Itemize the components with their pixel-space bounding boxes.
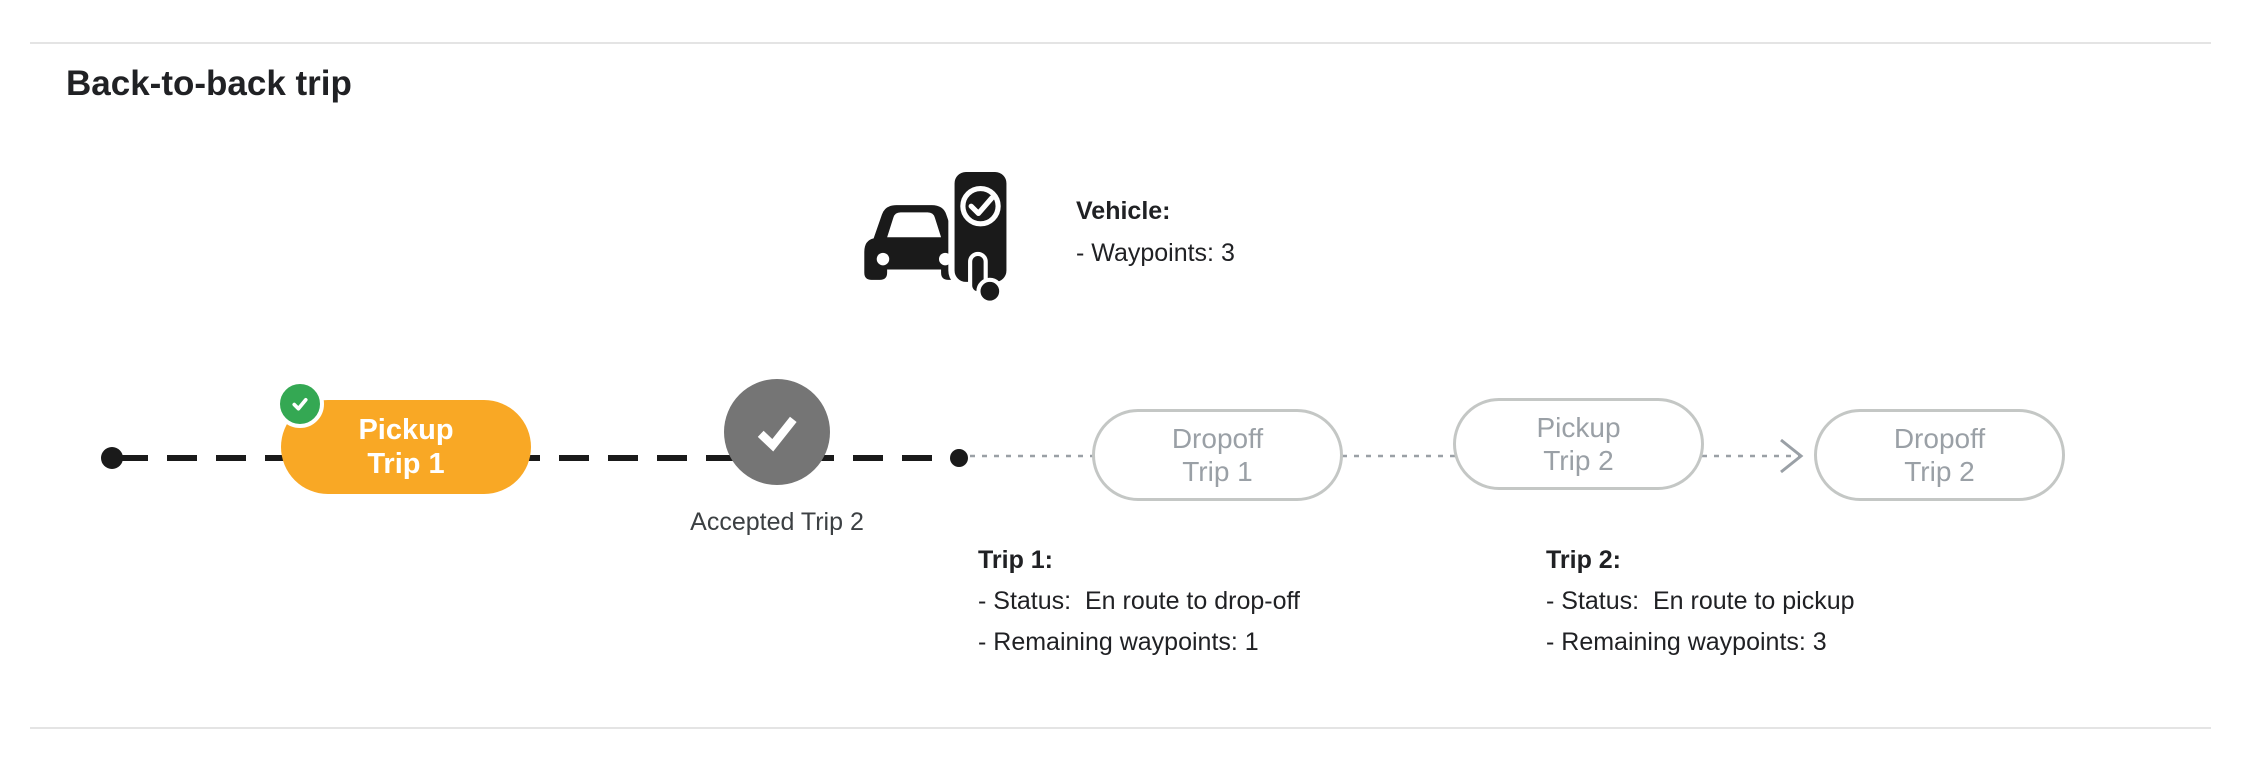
- dropoff-trip1-line2: Trip 1: [1182, 456, 1253, 487]
- trip1-note-remaining: - Remaining waypoints: 1: [978, 628, 1259, 656]
- trip2-note-title: Trip 2:: [1546, 546, 1622, 574]
- vehicle-info-label: Vehicle:: [1076, 197, 1171, 225]
- check-icon: [757, 416, 797, 452]
- pickup-trip1-line1: Pickup: [358, 414, 454, 446]
- vehicle-info: Vehicle: - Waypoints: 3: [1076, 190, 1235, 274]
- pickup-trip2-pill: Pickup Trip 2: [1453, 398, 1704, 490]
- vehicle-waypoints: - Waypoints: 3: [1076, 239, 1235, 267]
- trip1-note-title: Trip 1:: [978, 546, 1054, 574]
- route-start-dot: [101, 447, 123, 469]
- pickup-trip2-line1: Pickup: [1536, 412, 1621, 443]
- check-icon: [292, 398, 308, 411]
- accepted-trip2-check-circle: [724, 379, 830, 485]
- trip2-note-remaining: - Remaining waypoints: 3: [1546, 628, 1827, 656]
- dropoff-trip2-pill: Dropoff Trip 2: [1814, 409, 2065, 501]
- pickup-trip1-pill: Pickup Trip 1: [281, 400, 531, 494]
- pickup-trip1-line2: Trip 1: [367, 448, 445, 480]
- page-title: Back-to-back trip: [66, 64, 352, 103]
- vehicle-icon-svg: [864, 165, 1013, 305]
- top-divider: [30, 42, 2211, 44]
- dropoff-trip2-line1: Dropoff: [1893, 423, 1986, 454]
- dropoff-trip1-pill: Dropoff Trip 1: [1092, 409, 1343, 501]
- pickup-trip2-line2: Trip 2: [1543, 445, 1614, 476]
- trip2-note-status: - Status: En route to pickup: [1546, 587, 1855, 615]
- accepted-trip2-label: Accepted Trip 2: [690, 508, 864, 536]
- car-with-phone-check-icon: [856, 146, 1022, 312]
- trip2-note: Trip 2: - Status: En route to pickup - R…: [1546, 540, 1855, 663]
- trip1-note-status: - Status: En route to drop-off: [978, 587, 1300, 615]
- dropoff-trip1-line1: Dropoff: [1171, 423, 1264, 454]
- dropoff-trip2-line2: Trip 2: [1904, 456, 1975, 487]
- check-badge-icon: [276, 380, 324, 428]
- trip1-note: Trip 1: - Status: En route to drop-off -…: [978, 540, 1300, 663]
- arrow-right-icon: [1780, 438, 1804, 474]
- bottom-divider: [30, 727, 2211, 729]
- route-current-dot: [950, 449, 968, 467]
